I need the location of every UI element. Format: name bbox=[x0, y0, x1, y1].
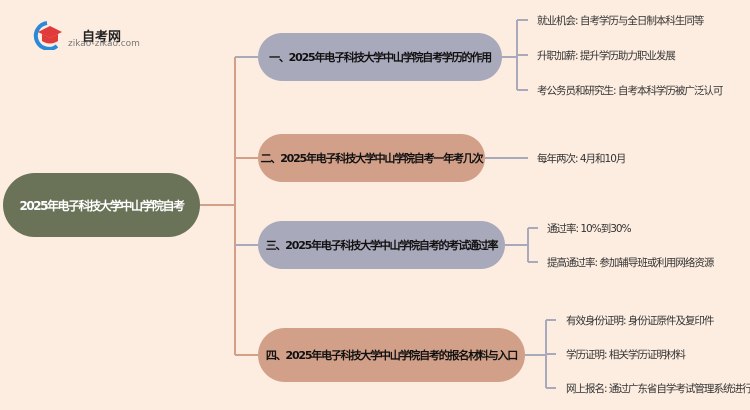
branch-3[interactable]: 三、2025年电子科技大学中山学院自考的考试通过率 bbox=[258, 221, 505, 269]
leaf[interactable]: 考公务员和研究生: 自考本科学历被广泛认可 bbox=[537, 85, 723, 97]
leaf[interactable]: 有效身份证明: 身份证原件及复印件 bbox=[566, 315, 714, 327]
leaf[interactable]: 就业机会: 自考学历与全日制本科生同等 bbox=[537, 15, 704, 27]
leaf[interactable]: 学历证明: 相关学历证明材料 bbox=[566, 349, 686, 361]
logo-url: zikao-zikao.com bbox=[68, 39, 140, 49]
leaf[interactable]: 升职加薪: 提升学历助力职业发展 bbox=[537, 50, 676, 62]
branch-1[interactable]: 一、2025年电子科技大学中山学院自考学历的作用 bbox=[258, 33, 502, 81]
leaf[interactable]: 每年两次: 4月和10月 bbox=[537, 153, 626, 165]
logo: 自考网 bbox=[30, 20, 121, 50]
logo-name: 自考网 bbox=[82, 29, 122, 45]
leaf[interactable]: 提高通过率: 参加辅导班或利用网络资源 bbox=[547, 257, 714, 269]
leaf[interactable]: 网上报名: 通过广东省自学考试管理系统进行 bbox=[566, 383, 750, 395]
root-node[interactable]: 2025年电子科技大学中山学院自考 bbox=[3, 173, 200, 237]
branch-4[interactable]: 四、2025年电子科技大学中山学院自考的报名材料与入口 bbox=[258, 328, 525, 382]
graduation-cap-icon bbox=[33, 21, 62, 50]
branch-2[interactable]: 二、2025年电子科技大学中山学院自考一年考几次 bbox=[258, 134, 485, 182]
leaf[interactable]: 通过率: 10%到30% bbox=[547, 223, 632, 235]
